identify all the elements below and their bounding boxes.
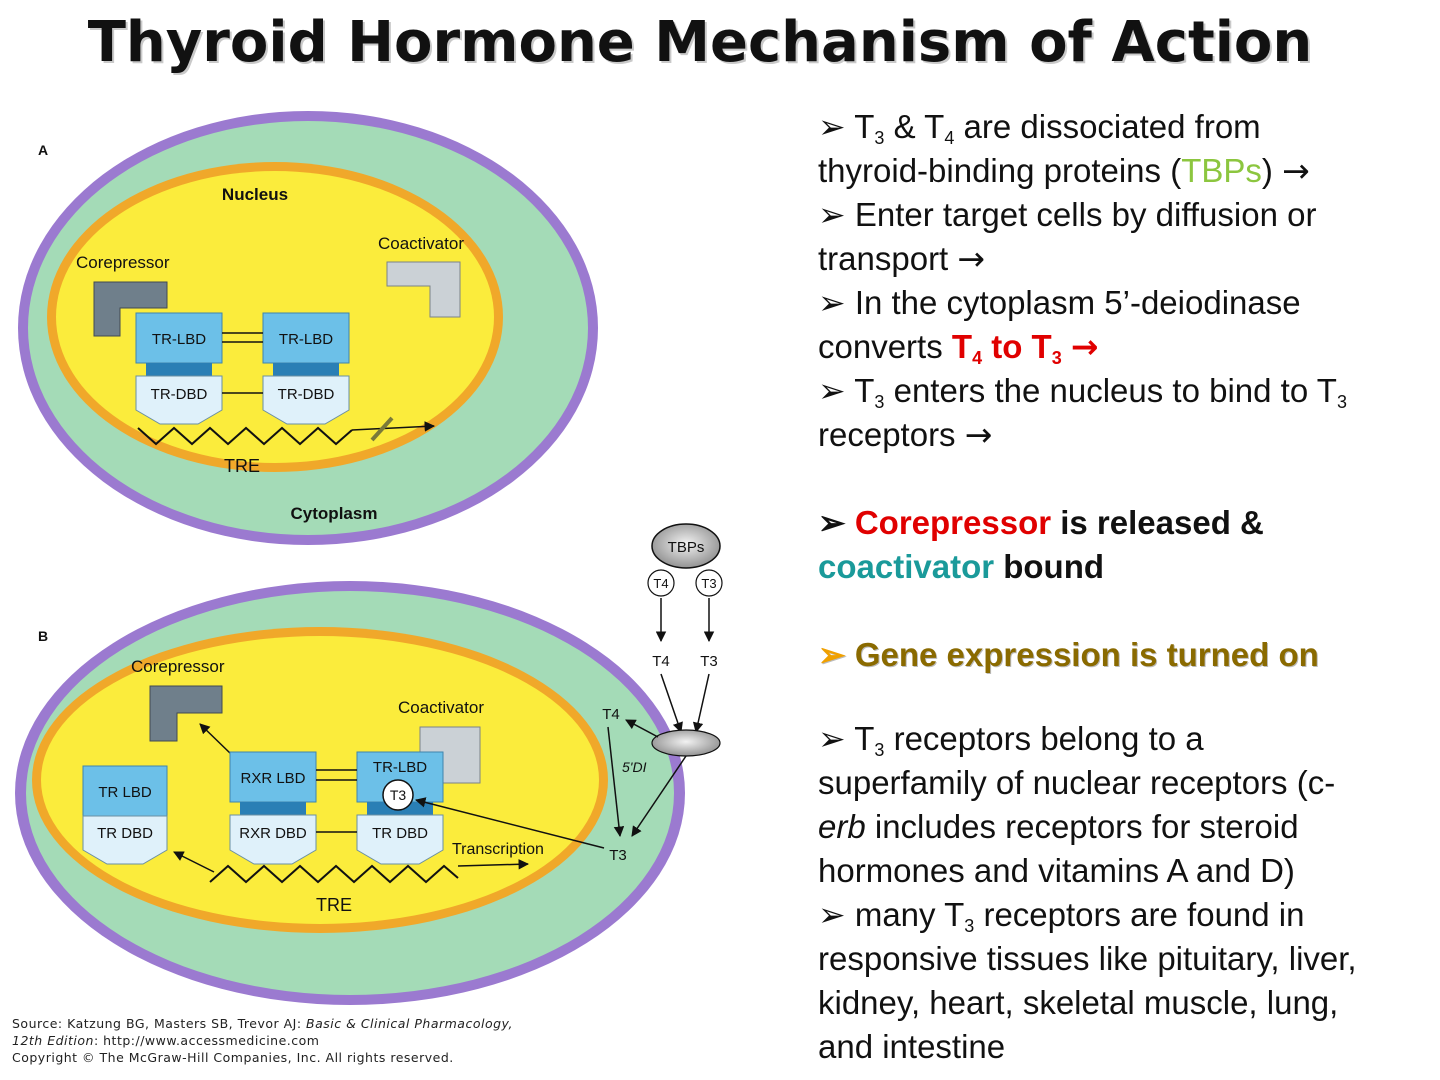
t4-entry-arrow [660, 673, 683, 733]
tr-dbd-a2-label: TR-DBD [278, 386, 335, 403]
right-arrow-icon: → [1282, 151, 1310, 190]
tr-dissociation-arrow [173, 851, 215, 873]
tr-lbd-b1-label: TR LBD [98, 784, 152, 801]
hinge-a2 [273, 363, 339, 376]
copyright-line: Copyright © The McGraw-Hill Companies, I… [12, 1050, 454, 1065]
bullet-marker: ➢ [818, 636, 855, 673]
bullet-marker: ➢ [818, 896, 855, 933]
bullet-7: ➢ T3 receptors belong to a superfamily o… [818, 720, 1336, 889]
hinge-a1 [146, 363, 212, 376]
tre-label-a: TRE [224, 456, 260, 476]
cytoplasm-label: Cytoplasm [291, 504, 378, 523]
bullet-5: ➢ Corepressor is released & coactivator … [818, 504, 1264, 585]
t3-free-label: T3 [700, 653, 718, 670]
tr-dbd-a2 [262, 375, 350, 425]
corepressor-release-arrow [199, 723, 233, 756]
bullet-4: ➢ T3 enters the nucleus to bind to T3 re… [818, 372, 1347, 454]
mechanism-diagram: A Nucleus Cytoplasm Corepressor Coactiva… [15, 111, 723, 1005]
bullet-list: ➢ T3 & T4 are dissociated from thyroid-b… [818, 105, 1428, 1069]
t3-cyto-label: T3 [609, 847, 627, 864]
corepressor-shape-b [149, 685, 223, 742]
rxr-lbd [229, 751, 317, 803]
panel-a: A Nucleus Cytoplasm Corepressor Coactiva… [18, 111, 598, 545]
tr-lbd-a1 [135, 312, 223, 364]
rxr-lbd-label: RXR LBD [240, 770, 305, 787]
t3-entry-arrow [692, 673, 710, 734]
transcription-label: Transcription [452, 841, 544, 858]
tbps-label: TBPs [668, 539, 705, 556]
bullet-6: ➢ Gene expression is turned on [818, 636, 1319, 673]
bullet-2: ➢ Enter target cells by diffusion or tra… [818, 196, 1317, 278]
tr-lbd-a2 [262, 312, 350, 364]
right-arrow-icon: → [964, 415, 993, 454]
bullet-marker: ➢ [818, 284, 855, 321]
t3-bound-label: T3 [390, 787, 407, 803]
corepressor-highlight: Corepressor [854, 504, 1052, 541]
t4-cyto-arrow [625, 719, 659, 738]
t4-cyto-label: T4 [602, 706, 620, 723]
source-citation: Source: Katzung BG, Masters SB, Trevor A… [12, 1015, 513, 1066]
bullet-3: ➢ In the cytoplasm 5’-deiodinase convert… [818, 284, 1301, 368]
tre-label-b: TRE [316, 895, 352, 915]
tbps-shape [651, 523, 721, 569]
panel-b-letter: B [38, 628, 48, 644]
panel-a-letter: A [38, 142, 48, 158]
rxr-hinge [240, 802, 306, 815]
page-title: Thyroid Hormone Mechanism of Action [87, 10, 1313, 75]
t4-to-t3-highlight: T4 to T3 → [951, 327, 1099, 368]
t3-cyto-arrow [631, 755, 687, 837]
bullet-marker: ➢ [818, 504, 855, 541]
tr-dbd-b1-label: TR DBD [97, 825, 153, 842]
tr-lbd-a2-label: TR-LBD [279, 331, 333, 348]
t4-to-t3-arrow [607, 726, 625, 838]
t4-free-label: T4 [652, 653, 670, 670]
tbps-highlight: TBPs [1181, 152, 1262, 189]
tr-dbd-a1-label: TR-DBD [151, 386, 208, 403]
rxr-dbd-label: RXR DBD [239, 825, 307, 842]
tr-lbd-b1 [82, 765, 168, 817]
transcription-arrow-a [351, 421, 436, 432]
dna-tre-b [209, 864, 459, 884]
panel-b: B Corepressor Coactivator TR LBD TR DBD … [15, 523, 723, 1005]
source-line-1: Source: Katzung BG, Masters SB, Trevor A… [12, 1016, 513, 1031]
nucleus-label: Nucleus [222, 185, 288, 204]
bullet-1: ➢ T3 & T4 are dissociated from thyroid-b… [818, 108, 1310, 190]
dna-tre-a [137, 426, 353, 446]
transcription-block-a [370, 416, 394, 442]
t3-on-tbp-label: T3 [701, 576, 716, 591]
tr-dbd-a1 [135, 375, 223, 425]
coactivator-label-b: Coactivator [398, 698, 484, 717]
bullet-marker: ➢ [818, 108, 855, 145]
right-arrow-icon: → [1070, 327, 1099, 366]
t4-on-tbp-label: T4 [653, 576, 668, 591]
tr-dbd-b2 [356, 814, 444, 865]
right-arrow-icon: → [957, 239, 986, 278]
rxr-dbd [229, 814, 317, 865]
t3-bound-circle [382, 779, 414, 811]
corepressor-label-b: Corepressor [131, 657, 225, 676]
t3-on-tbp [695, 569, 723, 597]
deiodinase-label: 5'DI [622, 759, 647, 775]
bullet-marker: ➢ [818, 372, 855, 409]
membrane-transporter [651, 729, 721, 757]
tr-dbd-b2-label: TR DBD [372, 825, 428, 842]
bullet-marker: ➢ [818, 720, 855, 757]
t4-on-tbp [647, 569, 675, 597]
corepressor-shape-a [93, 281, 168, 337]
tr-dbd-b1 [82, 815, 168, 865]
tr-lbd-a1-label: TR-LBD [152, 331, 206, 348]
transcription-arrow-b [457, 859, 530, 870]
corepressor-label-a: Corepressor [76, 253, 170, 272]
bullet-8: ➢ many T3 receptors are found in respons… [818, 896, 1357, 1065]
bullet-marker: ➢ [818, 196, 855, 233]
coactivator-highlight: coactivator [818, 548, 995, 585]
source-line-2: 12th Edition: http://www.accessmedicine.… [12, 1033, 320, 1048]
t3-to-receptor-arrow [414, 797, 605, 849]
tr-lbd-b2-label: TR-LBD [373, 759, 427, 776]
coactivator-label-a: Coactivator [378, 234, 464, 253]
coactivator-shape-a [386, 261, 461, 318]
